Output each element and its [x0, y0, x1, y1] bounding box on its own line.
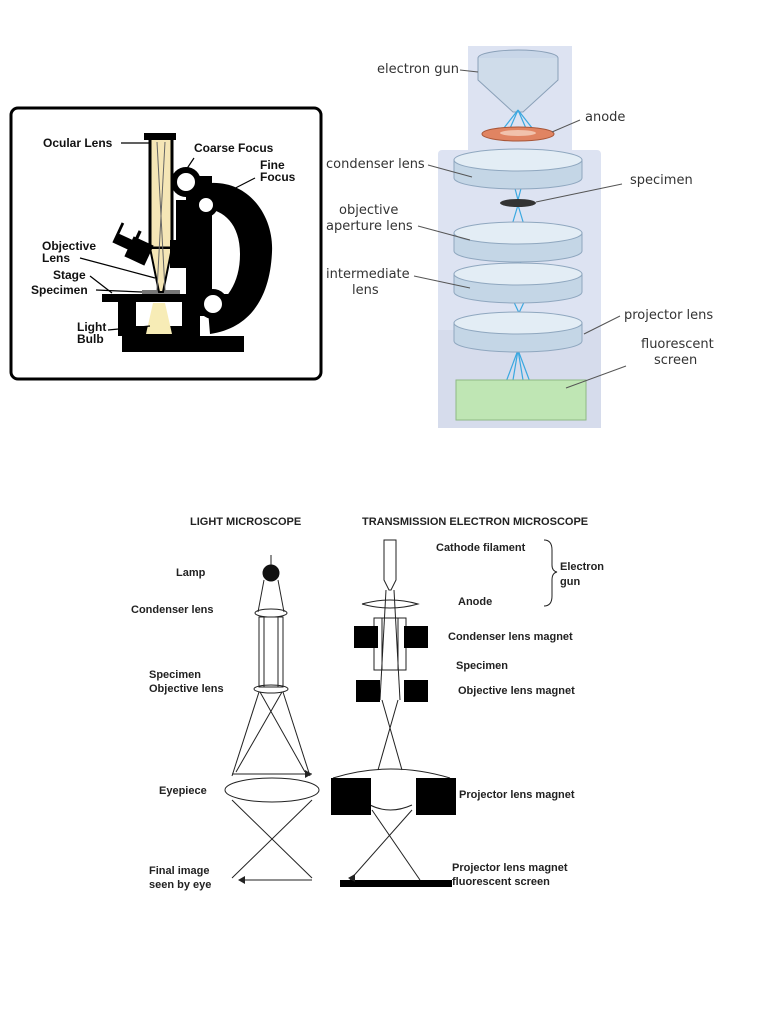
electron-gun: [477, 49, 559, 113]
projector-magnet: [331, 778, 456, 815]
ocular-cap: [144, 133, 176, 140]
label-projector-lens: projector lens: [624, 308, 713, 323]
objective-tip: [148, 247, 174, 293]
fluorescent-screen: [455, 379, 587, 421]
label-electron-gun-1: Electron: [560, 561, 604, 573]
tem-fluorescent-screen-bar: [340, 880, 452, 887]
label-condenser-lens: condenser lens: [326, 157, 425, 172]
intermediate-lens-disk: [453, 262, 583, 304]
label-projector-screen-1: Projector lens magnet: [452, 862, 568, 874]
microscope-arm: [202, 182, 273, 334]
label-light-bulb-1: Light: [77, 320, 106, 334]
label-electron-gun: electron gun: [377, 62, 459, 77]
electron-gun-brace: [543, 539, 558, 607]
label-specimen: Specimen: [31, 283, 88, 297]
label-anode: Anode: [458, 596, 492, 608]
label-anode: anode: [585, 110, 625, 125]
label-projector-screen-2: fluorescent screen: [452, 876, 550, 888]
eyepiece-arrow: [305, 770, 312, 778]
label-lamp: Lamp: [176, 567, 206, 579]
final-image-arrow: [238, 876, 245, 884]
anode-ring: [481, 126, 555, 142]
light-leader-lines: [79, 142, 256, 331]
stage: [102, 294, 228, 302]
objective-magnet: [356, 680, 428, 702]
label-final-image-1: Final image: [149, 865, 210, 877]
label-specimen: Specimen: [149, 669, 201, 681]
tem-image-arrow: [348, 874, 355, 882]
microscope-base: [122, 336, 244, 352]
label-coarse-focus: Coarse Focus: [194, 141, 274, 155]
lower-knob: [198, 289, 228, 319]
condenser-lens-disk: [453, 148, 583, 190]
label-condenser-lens: Condenser lens: [131, 604, 214, 616]
label-ocular-lens: Ocular Lens: [43, 136, 113, 150]
label-fluorescent-1: fluorescent: [641, 337, 714, 352]
label-light-bulb-2: Bulb: [77, 332, 104, 346]
objective-lens-disk: [453, 221, 583, 263]
specimen-disk: [500, 199, 536, 207]
light-schematic: [224, 555, 320, 881]
label-objective-1: objective: [339, 203, 398, 218]
label-fluorescent-2: screen: [654, 353, 697, 368]
label-stage: Stage: [53, 268, 86, 282]
objective-turret: [112, 219, 186, 268]
label-electron-gun-2: gun: [560, 576, 580, 588]
label-projector-magnet: Projector lens magnet: [459, 789, 575, 801]
label-specimen: specimen: [630, 173, 693, 188]
label-objective-lens-1: Objective: [42, 239, 96, 253]
condenser-magnet: [354, 626, 428, 648]
label-tem-specimen: Specimen: [456, 660, 508, 672]
label-objective-lens-2: Lens: [42, 251, 70, 265]
body-tube: [148, 136, 174, 250]
fine-focus-knob: [194, 193, 218, 217]
label-cathode-filament: Cathode filament: [436, 542, 526, 554]
title-light-microscope: LIGHT MICROSCOPE: [190, 516, 301, 528]
tem-leader-lines: [413, 69, 627, 389]
label-intermediate-1: intermediate: [326, 267, 410, 282]
comparison-figure: LIGHT MICROSCOPE TRANSMISSION ELECTRON M…: [131, 516, 604, 891]
light-microscope-figure: Ocular Lens Coarse Focus Fine Focus Obje…: [9, 106, 323, 381]
coarse-focus-knob: [171, 167, 201, 197]
label-objective-lens: Objective lens: [149, 683, 224, 695]
label-fine-focus-2: Focus: [260, 170, 296, 184]
label-objective-magnet: Objective lens magnet: [458, 685, 575, 697]
tem-schematic: [332, 539, 451, 881]
label-fine-focus-1: Fine: [260, 158, 285, 172]
projector-lens-disk: [453, 311, 583, 353]
label-intermediate-2: lens: [352, 283, 379, 298]
title-tem: TRANSMISSION ELECTRON MICROSCOPE: [362, 516, 588, 528]
label-objective-2: aperture lens: [326, 219, 413, 234]
label-condenser-magnet: Condenser lens magnet: [448, 631, 573, 643]
tem-figure: electron gun anode condenser lens specim…: [326, 46, 714, 428]
label-eyepiece: Eyepiece: [159, 785, 207, 797]
label-final-image-2: seen by eye: [149, 879, 211, 891]
